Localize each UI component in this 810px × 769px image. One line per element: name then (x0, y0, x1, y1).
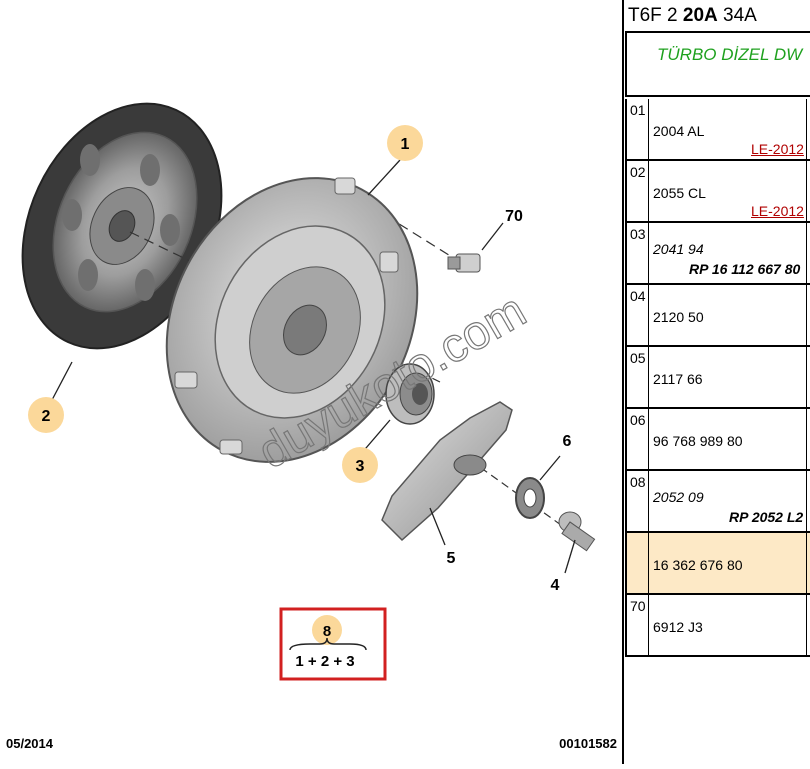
part-reference: 2004 AL (653, 123, 705, 139)
part-row-70[interactable]: 70 6912 J3 (625, 595, 810, 657)
assembly-axis-line (129, 231, 441, 383)
callout-5: 5 (447, 550, 456, 567)
retaining-clip (515, 477, 545, 519)
callout-70: 70 (505, 208, 523, 225)
callout-3: 3 (342, 447, 378, 483)
row-number: 04 (627, 285, 649, 345)
callout-1: 1 (387, 125, 423, 161)
part-reference: 2052 09 (653, 489, 704, 505)
part-note-link[interactable]: LE-2012 (751, 141, 804, 157)
callout-6: 6 (563, 433, 572, 450)
part-row-06[interactable]: 06 96 768 989 80 (625, 409, 810, 471)
release-bearing (385, 363, 435, 425)
kit-formula: 1 + 2 + 3 (295, 653, 354, 670)
part-replacement-ref: RP 2052 L2 (729, 509, 804, 525)
parts-list: 01 2004 AL LE-2012 02 2055 CL LE-2012 03… (625, 99, 810, 657)
footer-date: 05/2014 (6, 736, 54, 751)
group-title: TÜRBO DİZEL DW (657, 45, 803, 64)
svg-text:1: 1 (401, 136, 410, 153)
part-reference: 2117 66 (653, 371, 703, 387)
part-note-link[interactable]: LE-2012 (751, 203, 804, 219)
row-number: 01 (627, 99, 649, 159)
part-row-kit[interactable]: 16 362 676 80 (625, 533, 810, 595)
bolt-part (447, 253, 481, 273)
vehicle-reference: T6F 2 20A 34A (628, 4, 810, 28)
part-row-05[interactable]: 05 2117 66 (625, 347, 810, 409)
part-row-02[interactable]: 02 2055 CL LE-2012 (625, 161, 810, 223)
clutch-kit-illustration: 1 2 3 4 5 6 70 8 1 + 2 + 3 duyukoto.com … (6, 102, 617, 751)
ref-part-bold: 20A (682, 5, 718, 26)
part-reference: 96 768 989 80 (653, 433, 743, 449)
part-reference: 2055 CL (653, 185, 706, 201)
kit-composition-box: 8 1 + 2 + 3 (279, 607, 387, 681)
pressure-plate (165, 177, 419, 463)
exploded-parts-diagram: 1 2 3 4 5 6 70 8 1 + 2 + 3 duyukoto.com … (6, 102, 617, 751)
part-reference: 2041 94 (653, 241, 704, 257)
row-number: 70 (627, 595, 649, 655)
row-number: 08 (627, 471, 649, 531)
part-replacement-ref: RP 16 112 667 80 (689, 261, 801, 277)
panel-divider (622, 0, 624, 764)
part-reference: 16 362 676 80 (653, 557, 743, 573)
callout-4: 4 (551, 577, 560, 594)
svg-text:2: 2 (42, 408, 51, 425)
footer-document-number: 00101582 (559, 736, 617, 751)
callout-8: 8 (323, 623, 331, 640)
row-number (627, 533, 649, 593)
clutch-disc (21, 102, 223, 350)
ref-part-1: T6F 2 (628, 5, 683, 26)
part-row-04[interactable]: 04 2120 50 (625, 285, 810, 347)
part-reference: 2120 50 (653, 309, 704, 325)
part-reference: 6912 J3 (653, 619, 703, 635)
release-fork (381, 401, 513, 542)
part-row-03[interactable]: 03 2041 94 RP 16 112 667 80 (625, 223, 810, 285)
row-number: 05 (627, 347, 649, 407)
ref-part-2: 34A (717, 5, 757, 26)
row-number: 06 (627, 409, 649, 469)
group-header: TÜRBO DİZEL DW (625, 31, 810, 97)
parts-panel: T6F 2 20A 34A TÜRBO DİZEL DW 01 2004 AL … (624, 0, 810, 764)
row-number: 03 (627, 223, 649, 283)
svg-text:3: 3 (356, 458, 365, 475)
part-row-08[interactable]: 08 2052 09 RP 2052 L2 (625, 471, 810, 533)
row-number: 02 (627, 161, 649, 221)
part-row-01[interactable]: 01 2004 AL LE-2012 (625, 99, 810, 161)
callout-2: 2 (28, 397, 64, 433)
pivot-stud (558, 511, 596, 552)
pivot-axis-line (469, 459, 576, 536)
